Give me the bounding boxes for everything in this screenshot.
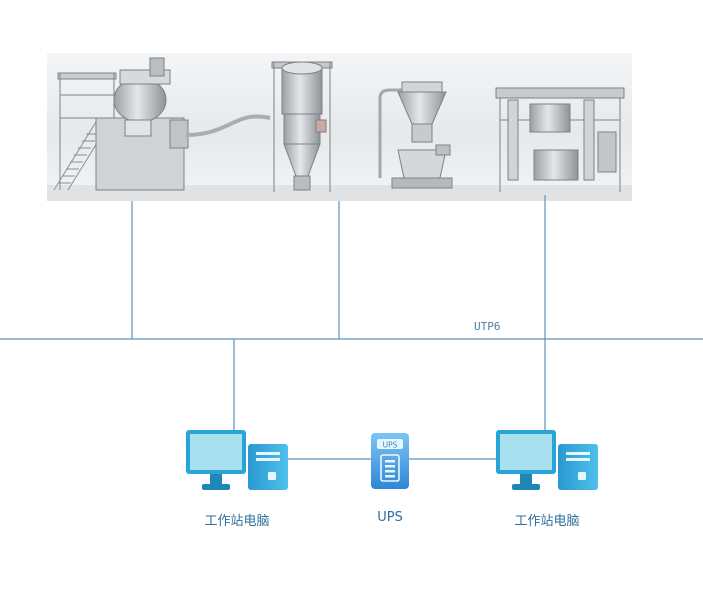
ups-label: UPS — [377, 510, 403, 525]
network-lines — [0, 195, 703, 460]
equipment-banner — [47, 53, 632, 201]
monitor-screen — [500, 434, 552, 470]
workstation-left-label: 工作站电脑 — [204, 514, 270, 529]
ups-battery-icon: UPS — [371, 433, 409, 489]
fluid-bed-dryer-machine — [271, 61, 333, 192]
tower-case — [558, 444, 598, 490]
ups-badge: UPS — [383, 441, 398, 450]
monitor-screen — [190, 434, 242, 470]
workstation-right-computer — [496, 430, 598, 490]
cable-label: UTP6 — [474, 320, 501, 333]
conical-mill-machine — [378, 81, 453, 189]
tower-case — [248, 444, 288, 490]
bin-lifter-machine — [495, 87, 625, 192]
workstation-left-computer — [186, 430, 288, 490]
granulator-machine — [53, 57, 189, 191]
workstation-right-label: 工作站电脑 — [514, 514, 580, 529]
transfer-pipe — [185, 114, 271, 137]
